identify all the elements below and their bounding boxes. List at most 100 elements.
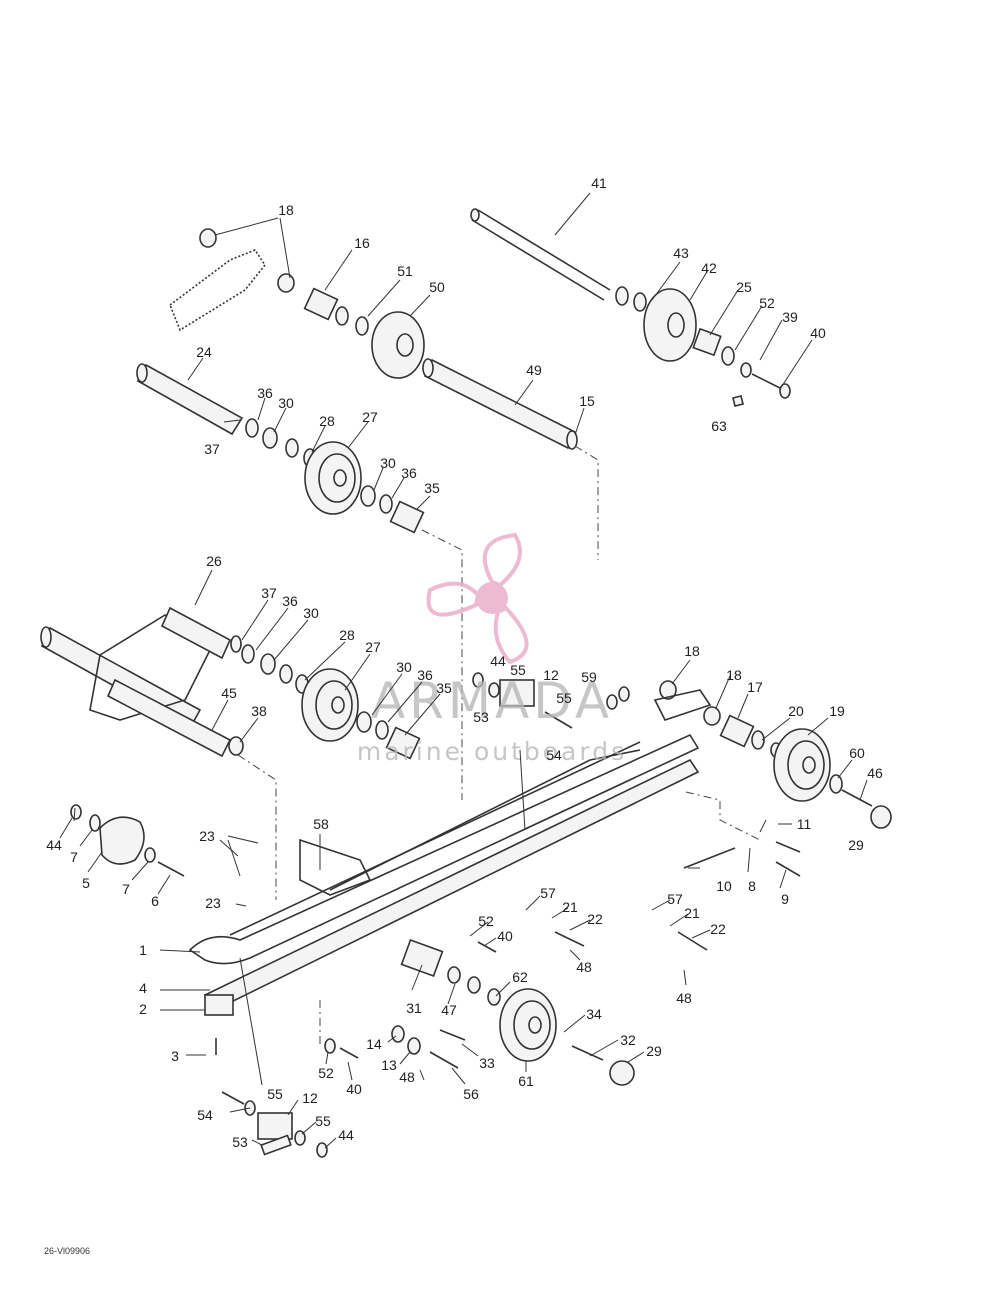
callout-32: 32 [620, 1032, 636, 1048]
callout-36: 36 [401, 465, 417, 481]
callout-53: 53 [473, 709, 489, 725]
callout-8: 8 [748, 878, 756, 894]
callout-6: 6 [151, 893, 159, 909]
callout-18: 18 [684, 643, 700, 659]
callout-14: 14 [366, 1036, 382, 1052]
callout-labels: 41 18 16 5 1 50 43 42 25 52 3 9 40 63 2 4 3… [46, 175, 883, 1150]
callout-35: 35 [436, 680, 452, 696]
callout-30: 30 [396, 659, 412, 675]
callout-30: 30 [303, 605, 319, 621]
wheel-42 [643, 288, 697, 362]
callout-40: 40 [810, 325, 826, 341]
callout-11: 11 [797, 816, 812, 832]
callout-1: 1 [139, 942, 147, 958]
callout-27: 27 [362, 409, 378, 425]
shaft-24 [136, 363, 244, 436]
figure-code: 26-Vl09906 [44, 1246, 91, 1256]
callout-15: 15 [579, 393, 595, 409]
callout-47: 47 [441, 1002, 457, 1018]
callout-5: 5 [82, 875, 90, 891]
callout-36: 36 [282, 593, 298, 609]
callout-25: 25 [736, 279, 752, 295]
callout-59: 59 [581, 669, 597, 685]
callout-49: 49 [526, 362, 542, 378]
callout-23: 23 [199, 828, 215, 844]
callout-2: 2 [139, 1001, 147, 1017]
callout-7: 7 [122, 881, 130, 897]
callout-46: 46 [867, 765, 883, 781]
callout-52: 52 [318, 1065, 334, 1081]
parts-artwork [40, 208, 892, 1158]
callout-4: 4 [139, 980, 147, 996]
callout-63: 63 [711, 418, 727, 434]
callout-60: 60 [849, 745, 865, 761]
callout-55: 55 [510, 662, 526, 678]
callout-31: 31 [406, 1000, 422, 1016]
callout-30: 30 [380, 455, 396, 471]
callout-37: 37 [204, 441, 220, 457]
callout-21: 21 [562, 899, 578, 915]
shaft-49 [422, 358, 578, 450]
propeller-logo-icon [426, 532, 529, 665]
callout-18: 18 [278, 202, 294, 218]
callout-28: 28 [339, 627, 355, 643]
callout-12: 12 [302, 1090, 318, 1106]
callout-23: 23 [205, 895, 221, 911]
callout-36: 36 [257, 385, 273, 401]
callout-13: 13 [381, 1057, 397, 1073]
callout-16: 16 [354, 235, 370, 251]
callout-50: 50 [429, 279, 445, 295]
callout-37: 37 [261, 585, 277, 601]
callout-29: 29 [646, 1043, 662, 1059]
callout-27: 27 [365, 639, 381, 655]
callout-56: 56 [463, 1086, 479, 1102]
callout-57: 57 [540, 885, 556, 901]
callout-58: 58 [313, 816, 329, 832]
callout-12: 12 [543, 667, 559, 683]
callout-17: 17 [747, 679, 763, 695]
callout-40: 40 [497, 928, 513, 944]
callout-44: 44 [490, 653, 506, 669]
leader-lines [59, 192, 868, 1149]
callout-19: 19 [829, 703, 845, 719]
callout-42: 42 [701, 260, 717, 276]
callout-22: 22 [587, 911, 603, 927]
wheel-19 [773, 728, 831, 802]
callout-38: 38 [251, 703, 267, 719]
callout-48: 48 [676, 990, 692, 1006]
callout-21: 21 [684, 905, 700, 921]
callout-28: 28 [319, 413, 335, 429]
callout-33: 33 [479, 1055, 495, 1071]
callout-55: 55 [267, 1086, 283, 1102]
callout-20: 20 [788, 703, 804, 719]
callout-54: 54 [546, 747, 562, 763]
callout-61: 61 [518, 1073, 534, 1089]
watermark-brand: ARMADA [371, 672, 613, 730]
shaft-41 [470, 208, 611, 301]
callout-43: 43 [673, 245, 689, 261]
callout-48: 48 [399, 1069, 415, 1085]
callout-10: 10 [716, 878, 732, 894]
callout-53: 53 [232, 1134, 248, 1150]
callout-22: 22 [710, 921, 726, 937]
slide-rail [188, 733, 700, 1016]
callout-52: 52 [759, 295, 775, 311]
wheel-61 [499, 988, 557, 1062]
wheel-27-top [304, 441, 362, 515]
callout-41: 41 [591, 175, 607, 191]
callout-45: 45 [221, 685, 237, 701]
callout-48: 48 [576, 959, 592, 975]
callout-9: 9 [781, 891, 789, 907]
callout-3: 3 [171, 1048, 179, 1064]
watermark-tagline: marine outboards [357, 737, 627, 766]
callout-44: 44 [46, 837, 62, 853]
callout-18: 18 [726, 667, 742, 683]
callout-62: 62 [512, 969, 528, 985]
callout-52: 52 [478, 913, 494, 929]
callout-7: 7 [70, 849, 78, 865]
axle-26-frame [40, 606, 232, 758]
callout-30: 30 [278, 395, 294, 411]
callout-34: 34 [586, 1006, 602, 1022]
watermark: ARMADA marine outboards [357, 532, 627, 766]
